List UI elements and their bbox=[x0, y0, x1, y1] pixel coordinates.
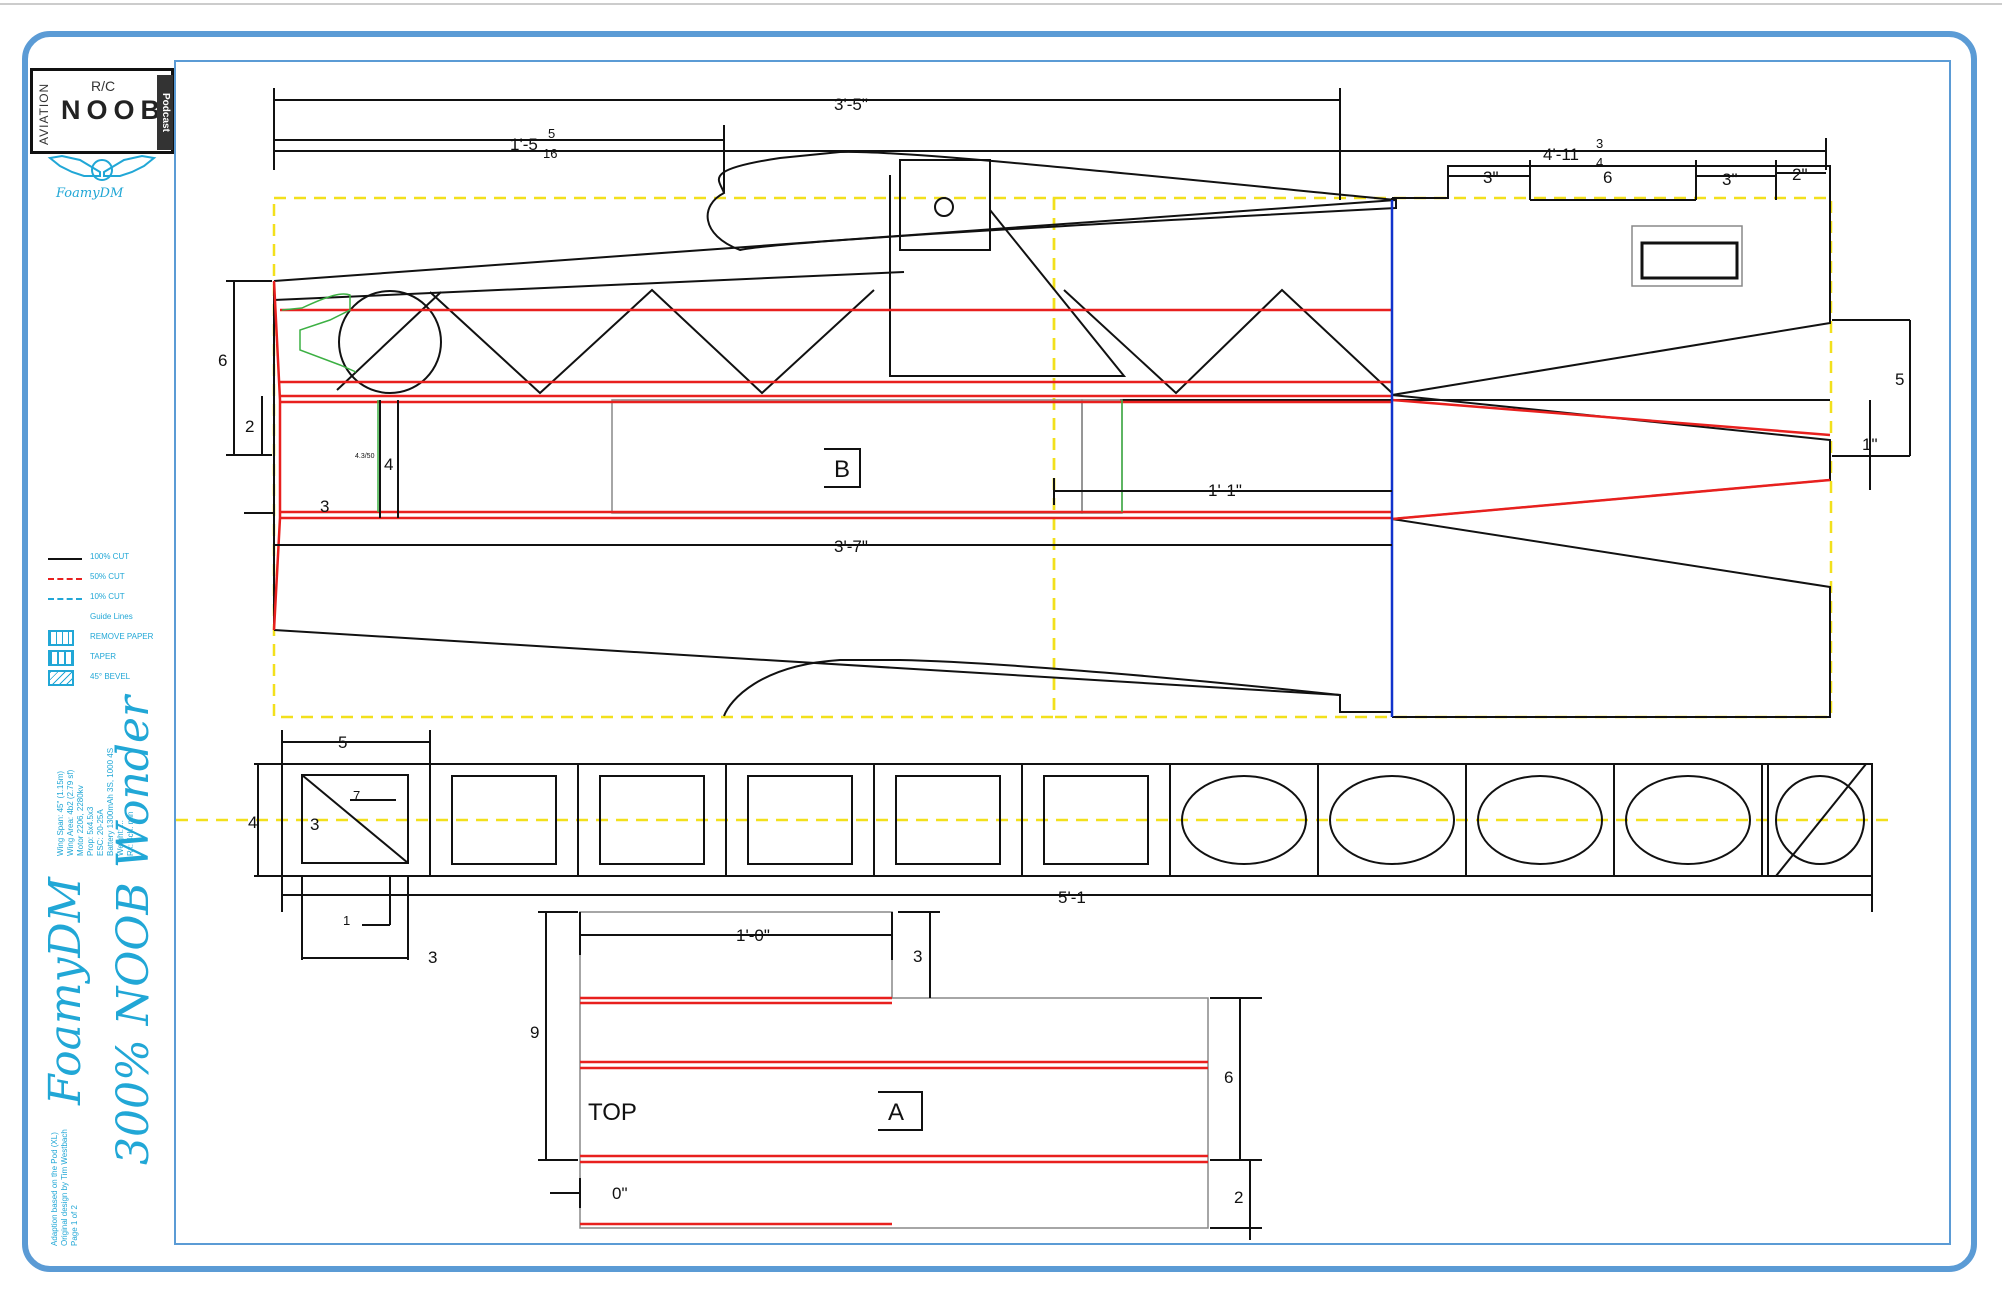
logo-noob: NOOB bbox=[61, 95, 166, 125]
model-title: 300% NOOB Wonder bbox=[108, 695, 159, 1165]
legend-label: REMOVE PAPER bbox=[90, 632, 154, 641]
legend-label: 50% CUT bbox=[90, 572, 125, 581]
dim-4-11-3-4-den: 4 bbox=[1596, 155, 1603, 170]
dim-4-11-3-4-num: 3 bbox=[1596, 136, 1603, 151]
dashed-line-icon bbox=[48, 578, 82, 580]
legend-label: TAPER bbox=[90, 652, 117, 661]
legend-label: 45° BEVEL bbox=[90, 672, 131, 681]
page-frame bbox=[22, 31, 1977, 1272]
dim-5-1-3-16: 5'-1 bbox=[1058, 888, 1086, 907]
taper-icon bbox=[48, 650, 74, 666]
legend-row-guide: Guide Lines bbox=[44, 610, 194, 626]
part-label-top: TOP bbox=[588, 1099, 637, 1126]
credit-line: Original design by Tim Westbach bbox=[60, 1129, 69, 1246]
dim-3-8: 3 bbox=[320, 497, 329, 516]
dim-1-5-5-16: 1'-5 bbox=[510, 135, 538, 154]
spec-line: Wing Area: 4b2 (2.79 sf) bbox=[66, 769, 75, 856]
dim-3-3-8b: 3 bbox=[913, 947, 922, 966]
legend-row-full-cut: 100% CUT bbox=[44, 550, 194, 566]
dim-1-0: 1'-0" bbox=[736, 926, 770, 945]
dim-3a: 3" bbox=[1483, 168, 1499, 187]
dim-6-1-8: 6 bbox=[1224, 1068, 1233, 1087]
drawing-border bbox=[174, 60, 1951, 1245]
dim-small: 4.3/50 bbox=[355, 453, 375, 460]
dim-3-7: 3'-7" bbox=[834, 537, 868, 556]
dim-2-3-4: 2 bbox=[1234, 1188, 1243, 1207]
logo-rc: R/C bbox=[91, 78, 116, 94]
logo-aviation: AVIATION bbox=[37, 82, 51, 145]
logo-brand-small: FoamyDM bbox=[56, 186, 124, 201]
dim-1-1: 1'-1" bbox=[1208, 481, 1242, 500]
dim-3-15-16: 3 bbox=[428, 948, 437, 967]
wings-logo-icon bbox=[47, 154, 157, 181]
fuselage-50-cuts bbox=[272, 280, 1831, 631]
solid-line-icon bbox=[48, 558, 82, 560]
spec-line: ESC: 20-25A bbox=[96, 809, 105, 856]
dim-1-5-5-16-den: 16 bbox=[543, 146, 557, 161]
legend-label: 10% CUT bbox=[90, 592, 125, 601]
grid-icon bbox=[48, 630, 74, 646]
spec-line: Motor 2206, 2280kv bbox=[76, 785, 85, 856]
dim-0: 0" bbox=[612, 1184, 628, 1203]
dim-6-11-16: 6 bbox=[218, 351, 227, 370]
dim-5-1-8: 5 bbox=[1895, 370, 1904, 389]
credit-line: Adaption based on the Pod (XL) bbox=[50, 1132, 59, 1246]
brand-name: FoamyDM bbox=[40, 877, 91, 1105]
credit-line: Page 1 of 2 bbox=[70, 1205, 79, 1246]
legend-label: 100% CUT bbox=[90, 552, 130, 561]
dim-3-3-8: 3 bbox=[310, 815, 319, 834]
part-a-50-cuts bbox=[580, 996, 1208, 1226]
part-label-a: A bbox=[888, 1099, 904, 1126]
dim-7-8: 7 bbox=[353, 788, 360, 803]
dim-2-3-8: 2 bbox=[245, 417, 254, 436]
dim-1-2: 1 bbox=[343, 913, 350, 928]
dim-3b: 3" bbox=[1722, 170, 1738, 189]
bevel-icon bbox=[48, 670, 74, 686]
dim-4-11-3-4: 4'-11 bbox=[1543, 145, 1579, 164]
dim-2: 2" bbox=[1792, 165, 1808, 184]
logo-podcast: Podcast bbox=[157, 75, 173, 150]
dim-5-11-16: 5 bbox=[338, 733, 347, 752]
dim-4-3-8: 4 bbox=[248, 813, 257, 832]
legend-row-taper: TAPER bbox=[44, 650, 194, 666]
dim-1-5-5-16-num: 5 bbox=[548, 126, 555, 141]
former-strip bbox=[254, 730, 1873, 960]
fuselage-dimension-lines bbox=[226, 88, 1911, 560]
legend-row-bevel: 45° BEVEL bbox=[44, 670, 194, 686]
rc-noob-logo: AVIATION R/C NOOB Podcast bbox=[30, 68, 174, 154]
legend-label: Guide Lines bbox=[90, 612, 133, 621]
dim-3-5: 3'-5" bbox=[834, 95, 868, 114]
dashdot-line-icon bbox=[48, 598, 82, 600]
spec-line: Wing Span: 45" (1.15m) bbox=[56, 770, 65, 856]
spec-line: Prop: 5x4.5x3 bbox=[86, 806, 95, 856]
dim-1: 1" bbox=[1862, 435, 1878, 454]
dim-6-3-8: 6 bbox=[1603, 168, 1612, 187]
dim-4-3-4: 4 bbox=[384, 455, 393, 474]
part-label-b: B bbox=[834, 456, 850, 483]
legend-row-tenth-cut: 10% CUT bbox=[44, 590, 194, 606]
fuselage-guide-lines bbox=[281, 293, 1123, 512]
credits: Adaption based on the Pod (XL) Original … bbox=[50, 1129, 80, 1246]
dim-9-1-2: 9 bbox=[530, 1023, 539, 1042]
legend-row-remove-paper: REMOVE PAPER bbox=[44, 630, 194, 646]
part-a-dimension-lines bbox=[538, 911, 1262, 1240]
legend-row-half-cut: 50% CUT bbox=[44, 570, 194, 586]
guide-rect-left bbox=[272, 196, 1056, 719]
